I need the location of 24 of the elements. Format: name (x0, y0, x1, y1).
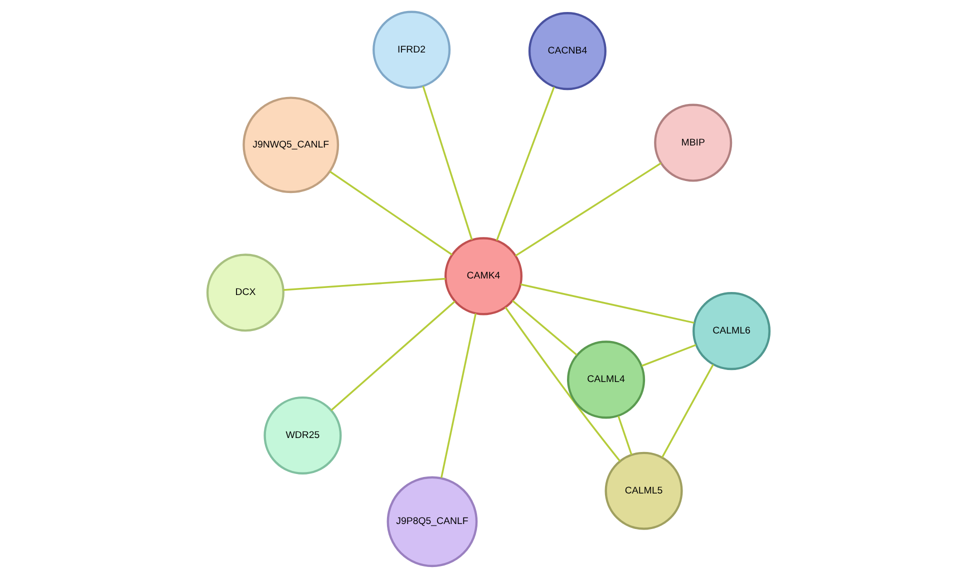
connector (617, 416, 632, 456)
node-circle: CALML6 (692, 292, 770, 370)
node-circle: CALML4 (566, 340, 645, 419)
node-circle: J9NWQ5_CANLF (242, 96, 339, 194)
connector (282, 278, 446, 291)
connector (330, 300, 455, 412)
connector (422, 86, 472, 240)
connector (660, 364, 714, 458)
node-circle: DCX (206, 254, 284, 332)
connector (495, 86, 554, 241)
node-circle: CACNB4 (528, 12, 606, 90)
node-circle: J9P8Q5_CANLF (386, 476, 478, 568)
node-circle: MBIP (654, 104, 732, 182)
node-circle: CAMK4 (444, 237, 522, 316)
connector (514, 162, 661, 256)
connector (440, 313, 476, 478)
connector (511, 300, 577, 356)
connector (504, 306, 620, 462)
node-circle: IFRD2 (372, 10, 450, 89)
connector (328, 170, 452, 256)
node-circle: CALML5 (604, 452, 682, 530)
connector (640, 344, 696, 367)
node-circle: WDR25 (263, 396, 342, 474)
connector (520, 284, 694, 324)
